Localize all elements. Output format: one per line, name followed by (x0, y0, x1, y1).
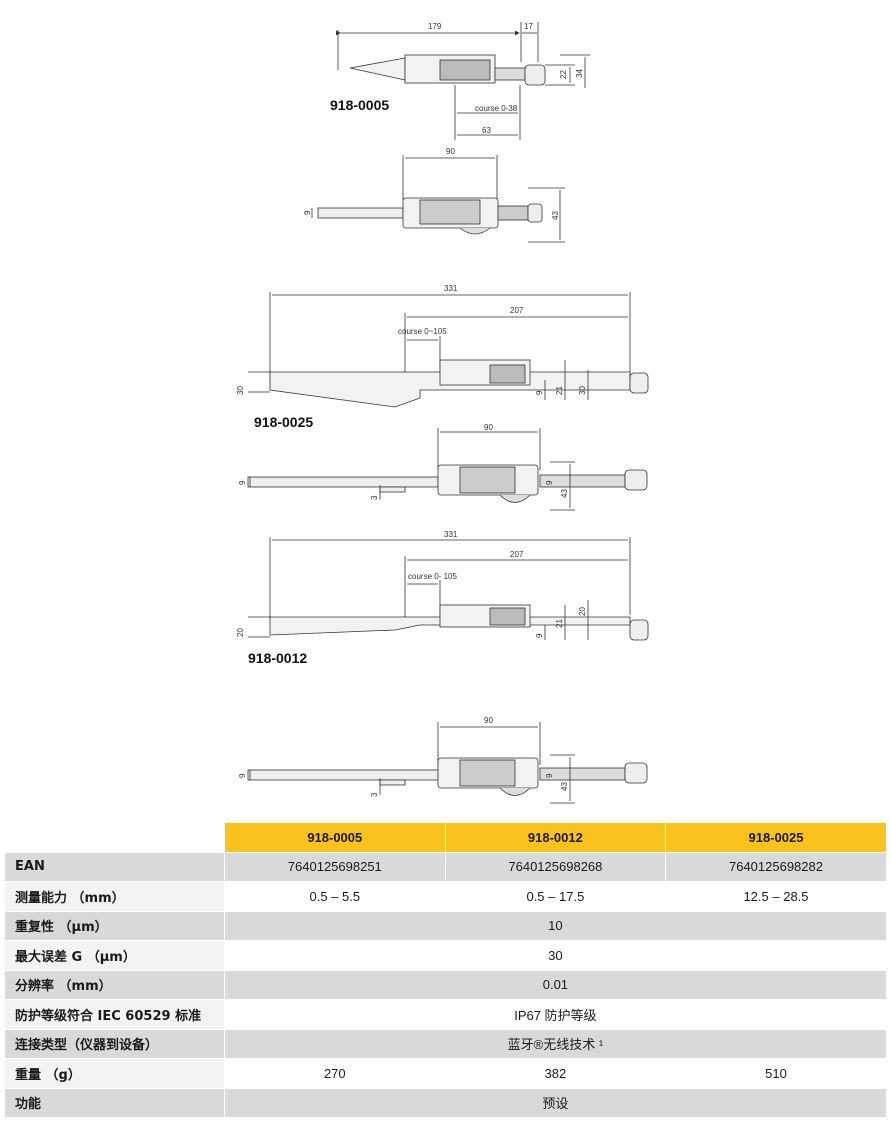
dim-d2-2: 43 (551, 211, 560, 220)
header-model-2: 918-0012 (444, 822, 667, 853)
dim-d5-5: 21 (555, 619, 564, 628)
dim-d2-1: 9 (303, 210, 312, 215)
row-label: 功能 (4, 1087, 225, 1118)
cell-value: 0.01 (224, 969, 887, 1000)
cell-value: 7640125698268 (444, 851, 667, 882)
cell-value: 预设 (224, 1087, 887, 1118)
row-label: 防护等级符合 IEC 60529 标准 (4, 999, 225, 1030)
dim-d1-4: course 0-38 (475, 104, 518, 113)
table-row-protection: 防护等级符合 IEC 60529 标准 IP67 防护等级 (4, 999, 887, 1030)
cell-value: IP67 防护等级 (224, 999, 887, 1030)
cell-value: 0.5 – 5.5 (224, 881, 446, 912)
dim-d5-0: 331 (444, 530, 458, 539)
model-label-918-0012: 918-0012 (248, 650, 307, 666)
dim-d5-3: 20 (236, 628, 245, 637)
drawing-918-0025-side (248, 292, 649, 408)
table-row-max-error: 最大误差 G （μm） 30 (4, 940, 887, 971)
dim-d3-1: 207 (510, 306, 524, 315)
technical-drawings: 179 17 22 34 course 0-38 63 918-0005 90 … (236, 22, 649, 804)
cell-value: 7640125698251 (224, 851, 446, 882)
table-row-resolution: 分辨率 （mm） 0.01 (4, 969, 887, 1000)
header-model-1: 918-0005 (224, 822, 446, 853)
row-label: 分辨率 （mm） (4, 969, 225, 1000)
cell-value: 蓝牙®无线技术 ¹ (224, 1028, 887, 1059)
dim-d4-1: 9 (238, 480, 247, 485)
drawing-918-0012-side (248, 537, 649, 641)
table-header-row: 918-0005 918-0012 918-0025 (4, 822, 887, 853)
row-label: 重量 （g） (4, 1058, 225, 1089)
table-row-weight: 重量 （g） 270 382 510 (4, 1058, 887, 1089)
row-label: EAN (4, 851, 225, 882)
drawings-svg: 179 17 22 34 course 0-38 63 918-0005 90 … (236, 22, 649, 804)
dim-d3-5: 21 (555, 386, 564, 395)
table-row-function: 功能 预设 (4, 1087, 887, 1118)
dim-d1-3: 34 (575, 69, 584, 78)
row-label: 测量能力 （mm） (4, 881, 225, 912)
dim-d5-4: 9 (535, 633, 544, 638)
dim-d6-0: 90 (484, 716, 493, 725)
drawing-918-0025-front (247, 428, 648, 511)
dim-d1-0: 179 (428, 22, 442, 31)
dim-d4-2: 3 (370, 495, 379, 500)
dim-d5-1: 207 (510, 550, 524, 559)
cell-value: 0.5 – 17.5 (444, 881, 667, 912)
cell-value: 7640125698282 (665, 851, 887, 882)
cell-value: 10 (224, 910, 887, 941)
dim-d5-6: 20 (578, 607, 587, 616)
table-row-connection: 连接类型（仪器到设备） 蓝牙®无线技术 ¹ (4, 1028, 887, 1059)
header-blank (4, 822, 225, 853)
cell-value: 30 (224, 940, 887, 971)
header-model-3: 918-0025 (665, 822, 887, 853)
dim-d4-0: 90 (484, 423, 493, 432)
table-row-repeatability: 重复性 （μm） 10 (4, 910, 887, 941)
spec-table: 918-0005 918-0012 918-0025 EAN 764012569… (4, 822, 887, 1118)
dim-d4-4: 43 (560, 489, 569, 498)
drawing-918-0005-front (311, 155, 565, 243)
dim-d1-2: 22 (559, 70, 568, 79)
dim-d4-3: 9 (545, 480, 554, 485)
drawing-918-0012-front (247, 722, 648, 804)
cell-value: 510 (665, 1058, 887, 1089)
dim-d5-2: course 0- 105 (408, 572, 457, 581)
dim-d3-0: 331 (444, 284, 458, 293)
dim-d3-6: 30 (578, 386, 587, 395)
dim-d3-3: 30 (236, 386, 245, 395)
row-label: 最大误差 G （μm） (4, 940, 225, 971)
dim-d6-3: 9 (545, 773, 554, 778)
model-label-918-0025: 918-0025 (254, 414, 313, 430)
dim-d3-2: course 0~105 (398, 327, 447, 336)
cell-value: 270 (224, 1058, 446, 1089)
cell-value: 382 (444, 1058, 667, 1089)
dim-d1-1: 17 (524, 22, 533, 31)
drawing-918-0005-side (336, 22, 590, 140)
table-row-ean: EAN 7640125698251 7640125698268 76401256… (4, 851, 887, 882)
dim-d6-2: 3 (370, 792, 379, 797)
dim-d2-0: 90 (446, 147, 455, 156)
table-row-range: 测量能力 （mm） 0.5 – 5.5 0.5 – 17.5 12.5 – 28… (4, 881, 887, 912)
cell-value: 12.5 – 28.5 (665, 881, 887, 912)
dim-d6-1: 9 (238, 773, 247, 778)
dim-d6-4: 43 (560, 782, 569, 791)
row-label: 连接类型（仪器到设备） (4, 1028, 225, 1059)
dim-d1-5: 63 (482, 126, 491, 135)
dim-d3-4: 9 (535, 390, 544, 395)
row-label: 重复性 （μm） (4, 910, 225, 941)
model-label-918-0005: 918-0005 (330, 97, 389, 113)
